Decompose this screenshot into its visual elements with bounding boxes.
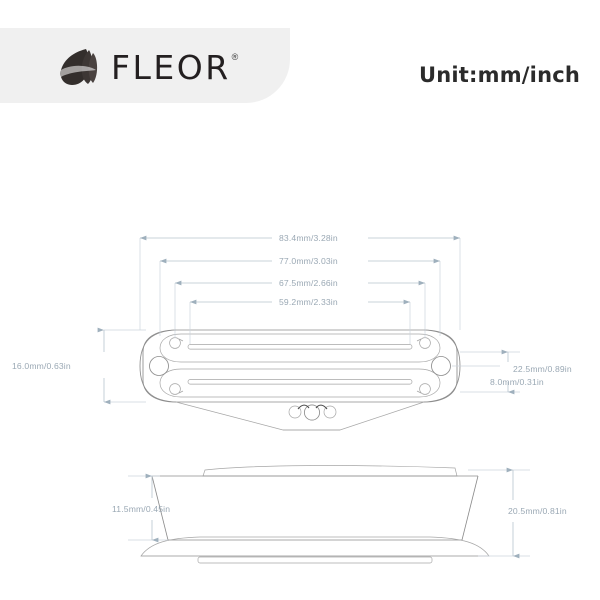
top-view-right-vertical-dimensions: 22.5mm/0.89in 8.0mm/0.31in	[452, 349, 572, 395]
top-view-horizontal-dimensions: 83.4mm/3.28in 77.0mm/3.03in 67.5mm/2.66i…	[139, 233, 461, 344]
dimension-label: 20.5mm/0.81in	[508, 506, 567, 516]
brand-name: FLEOR	[111, 47, 231, 87]
dimension-label: 77.0mm/3.03in	[279, 256, 338, 266]
dimension-label: 67.5mm/2.66in	[279, 278, 338, 288]
dimension-rail-length: 59.2mm/2.33in	[189, 297, 410, 307]
dimension-label: 11.5mm/0.45in	[112, 504, 170, 514]
side-view-dimensions: 11.5mm/0.45in 20.5mm/0.81in	[112, 467, 567, 559]
unit-label: Unit:mm/inch	[419, 63, 581, 87]
registered-trademark-icon: ®	[231, 51, 239, 62]
logo-panel	[0, 28, 290, 103]
dimension-overall-width: 83.4mm/3.28in	[139, 233, 460, 243]
side-view-part	[140, 465, 490, 564]
top-view-left-vertical-dimension: 16.0mm/0.63in	[12, 327, 146, 405]
dimension-label: 16.0mm/0.63in	[12, 361, 71, 371]
dimension-label: 83.4mm/3.28in	[279, 233, 338, 243]
top-view-part	[139, 329, 461, 431]
dimension-body-width: 67.5mm/2.66in	[174, 278, 425, 288]
dimension-label: 22.5mm/0.89in	[513, 364, 572, 374]
leaf-icon	[56, 46, 100, 88]
dimension-mount-span: 77.0mm/3.03in	[159, 256, 440, 266]
dimension-label: 8.0mm/0.31in	[490, 377, 544, 387]
dimension-label: 59.2mm/2.33in	[279, 297, 338, 307]
brand-wordmark: FLEOR ®	[111, 51, 238, 84]
brand-logo: FLEOR ®	[56, 46, 238, 88]
